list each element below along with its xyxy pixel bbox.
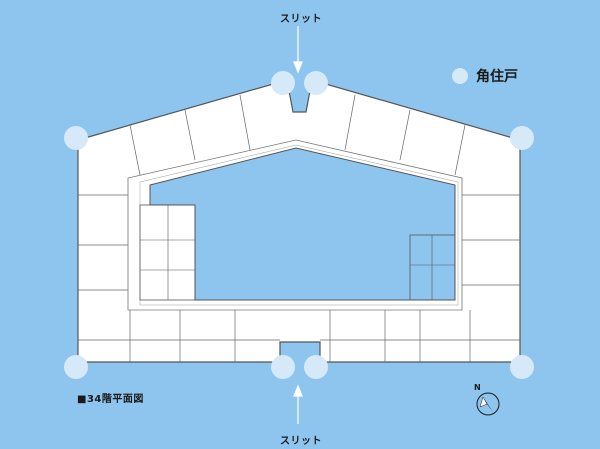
core-left [139,204,196,301]
slit-arrow-bottom [293,384,303,424]
slit-label-bottom: スリット [280,436,322,447]
legend-label: 角住戸 [476,69,518,85]
core-right [409,234,456,301]
slit-arrow-top [293,26,303,74]
corner-marker [510,126,534,150]
corner-marker [271,71,295,95]
corner-marker [271,355,295,379]
partitions [78,94,520,362]
corner-marker [304,71,328,95]
legend: 角住戸 [452,66,518,86]
floor-title: ■34階平面図 [77,394,144,405]
corner-marker [64,126,88,150]
slit-label-top: スリット [280,14,322,25]
corner-marker [64,355,88,379]
north-arrow-icon [476,392,500,416]
legend-swatch [452,68,468,84]
north-label: N [474,383,482,392]
corner-marker [304,355,328,379]
corridor-line [127,139,463,311]
corner-marker [510,355,534,379]
